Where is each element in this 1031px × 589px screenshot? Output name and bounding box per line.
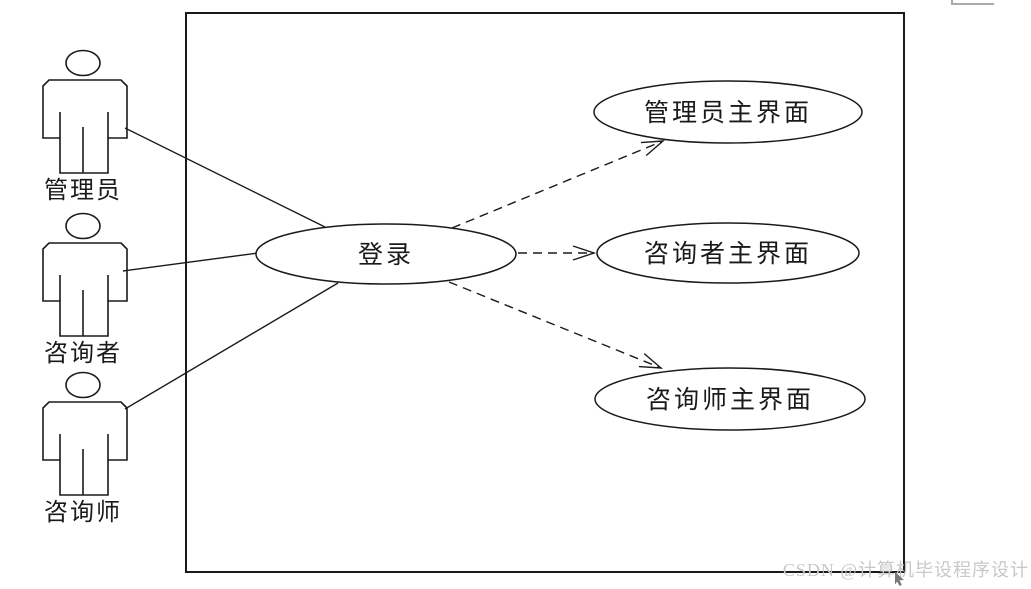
system-boundary <box>185 12 905 573</box>
use-case-admin-main-label: 管理员主界面 <box>644 99 812 127</box>
association-counselor-login <box>124 282 339 410</box>
actor-limb-lines-icon <box>59 275 109 336</box>
window-corner-artifact <box>951 0 994 5</box>
mouse-cursor-artifact <box>895 572 904 586</box>
actor-body-icon <box>42 242 128 337</box>
association-counselee-login <box>122 252 259 272</box>
actor-counselor-label: 咨询师 <box>44 499 122 526</box>
actor-body-icon <box>42 401 128 496</box>
use-case-counselee-main: 咨询者主界面 <box>596 222 860 284</box>
use-case-counselee-main-label: 咨询者主界面 <box>644 240 812 268</box>
use-case-login-label: 登录 <box>358 241 414 269</box>
actor-head-icon <box>65 212 101 240</box>
actor-admin-label: 管理员 <box>44 177 122 204</box>
actor-counselor: 咨询师 <box>42 371 128 526</box>
actor-limb-lines-icon <box>59 434 109 495</box>
watermark: CSDN @计算机毕设程序设计 <box>783 560 1029 580</box>
use-case-counselor-main: 咨询师主界面 <box>594 367 866 431</box>
actor-counselee: 咨询者 <box>42 212 128 367</box>
actor-admin: 管理员 <box>42 49 128 204</box>
dashed-arrow-login-to-counselor-main <box>448 281 664 369</box>
use-case-login: 登录 <box>255 223 517 285</box>
use-case-ellipse <box>594 367 866 431</box>
use-case-ellipse <box>596 222 860 284</box>
use-case-ellipse <box>255 223 517 285</box>
actor-head-icon <box>65 49 101 77</box>
dashed-arrow-login-to-admin-main <box>451 140 666 229</box>
actor-head-icon <box>65 371 101 399</box>
actor-body-icon <box>42 79 128 174</box>
actor-counselee-label: 咨询者 <box>44 340 122 367</box>
use-case-counselor-main-label: 咨询师主界面 <box>646 386 814 414</box>
use-case-admin-main: 管理员主界面 <box>593 80 863 144</box>
actor-limb-lines-icon <box>59 112 109 173</box>
use-case-ellipse <box>593 80 863 144</box>
association-admin-login <box>124 127 326 228</box>
